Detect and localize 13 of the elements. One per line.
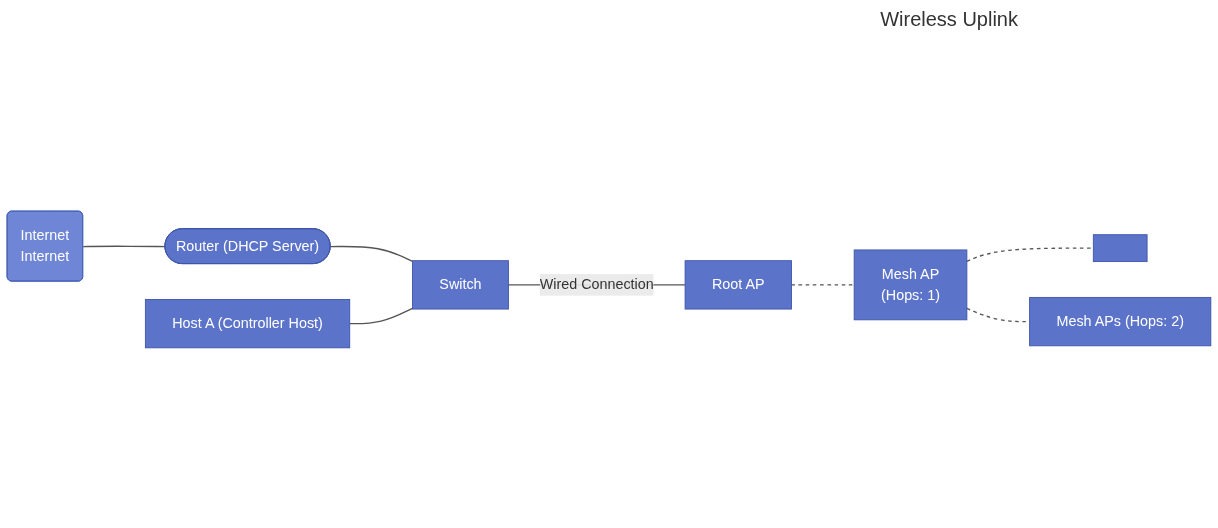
connector [349, 307, 414, 325]
node-box: Mesh APs (Hops: 2) [1029, 296, 1212, 347]
connector [790, 284, 855, 286]
node-box [1092, 234, 1148, 263]
node-box: Host A (Controller Host) [144, 299, 351, 349]
connector [82, 245, 167, 248]
connector [329, 245, 414, 263]
note-text: Wireless Uplink [880, 8, 1018, 31]
edge-label: Wired Connection [539, 276, 654, 293]
node-box: Mesh AP (Hops: 1) [853, 249, 968, 321]
node-box: Root AP [684, 260, 792, 310]
node-box: Switch [412, 260, 509, 310]
connector [966, 247, 1094, 262]
